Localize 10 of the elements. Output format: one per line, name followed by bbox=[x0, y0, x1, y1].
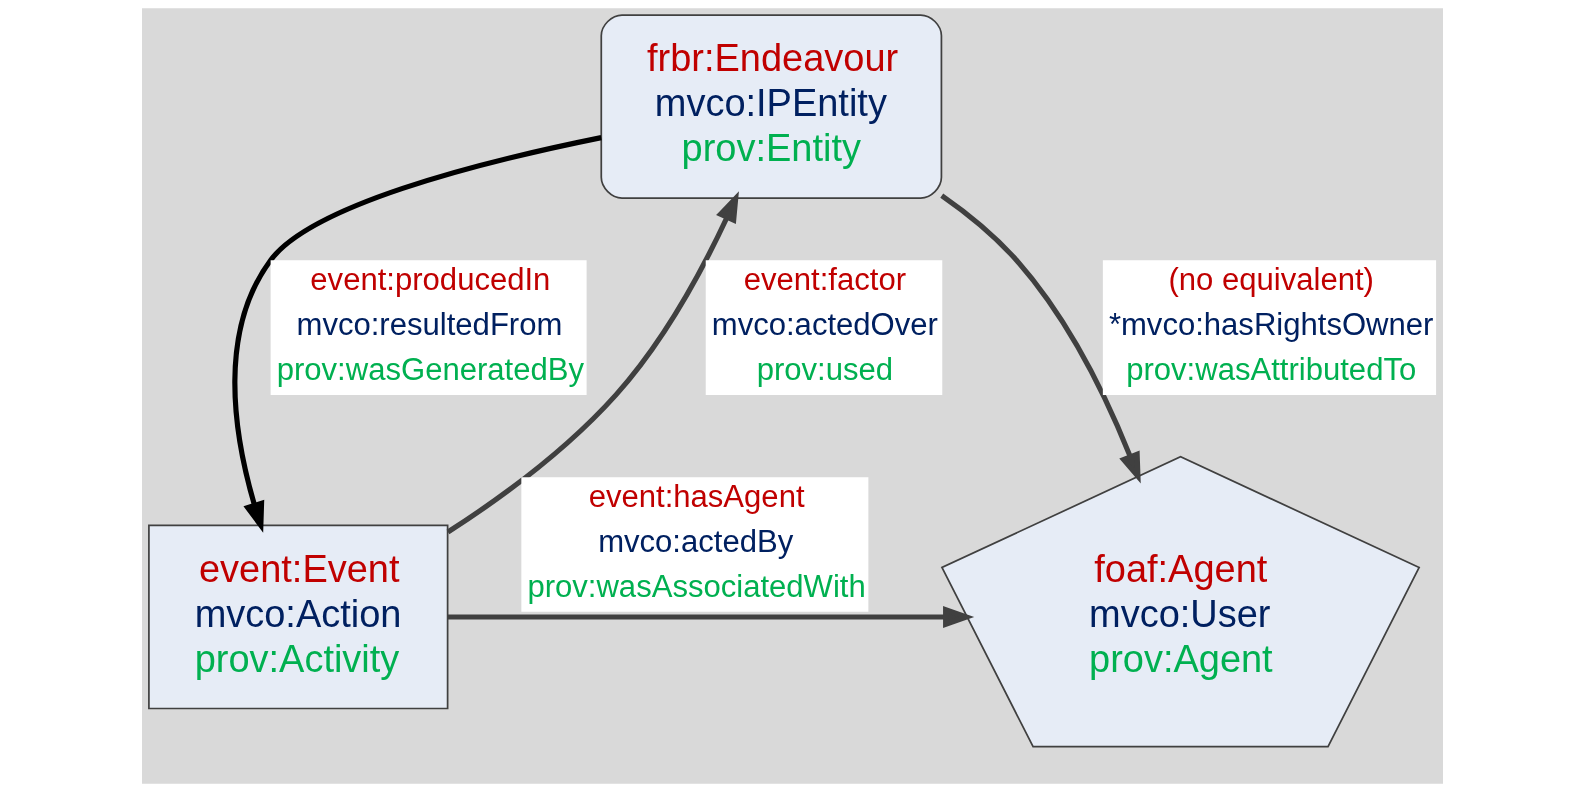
edge-label: event:factor mvco:actedOver prov:used bbox=[711, 262, 938, 388]
edge-label: event:producedIn mvco:resultedFrom prov:wasGeneratedBy bbox=[276, 262, 585, 388]
arrow bbox=[446, 191, 739, 535]
edge-label: (no equivalent) *mvco:hasRightsOwner prov:wasAttributedTo bbox=[1108, 262, 1434, 388]
arrow bbox=[447, 606, 975, 628]
node-box: event:Event mvco:Action prov:Activity bbox=[148, 524, 449, 710]
node-box: frbr:Endeavour mvco:IPEntity prov:Entity bbox=[600, 14, 943, 199]
edge-label: event:hasAgent mvco:actedBy prov:wasAssociatedWith bbox=[527, 479, 866, 604]
arrow bbox=[940, 193, 1141, 484]
arrow bbox=[232, 135, 602, 533]
